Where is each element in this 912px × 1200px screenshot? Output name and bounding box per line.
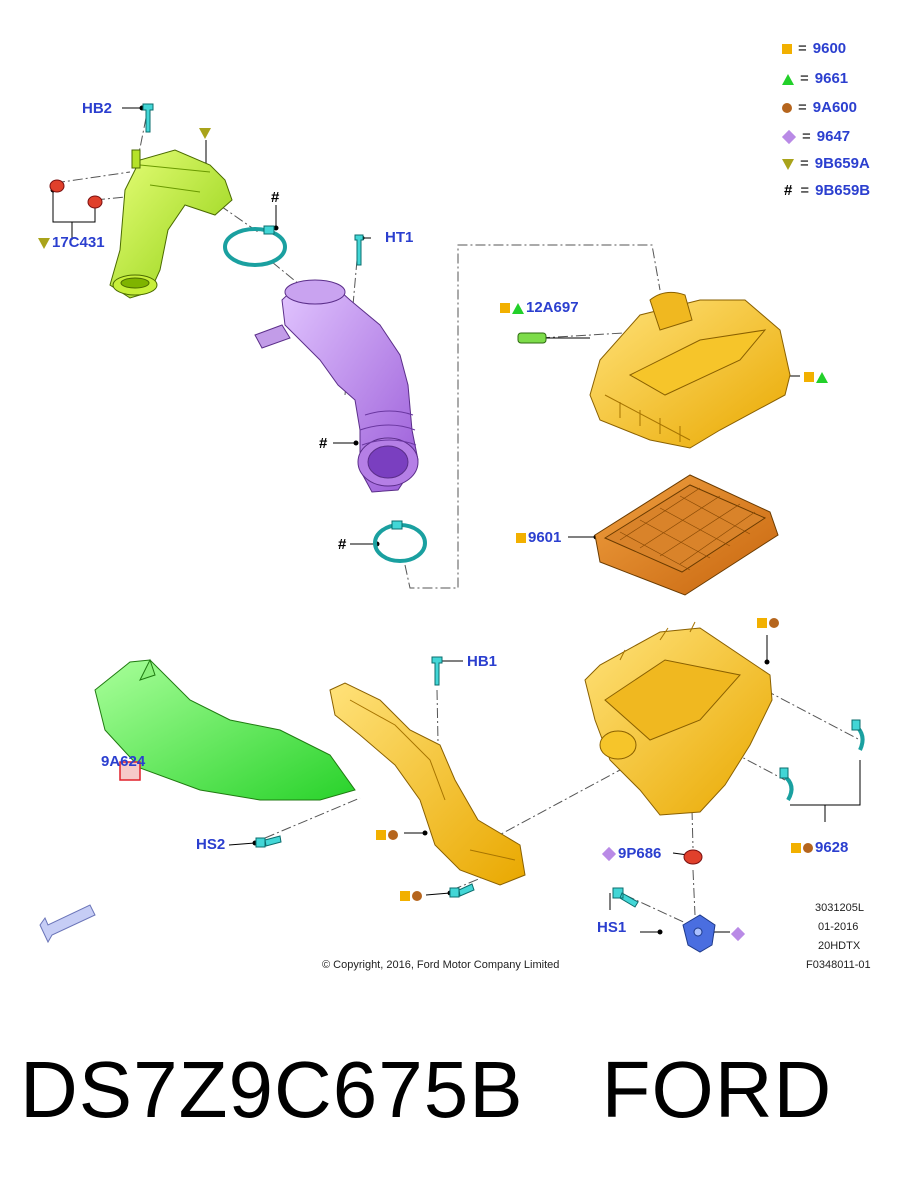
illustration-id: 3031205L [815, 902, 864, 914]
legend-item: =9600 [782, 40, 846, 57]
air-filter-part [594, 474, 779, 596]
diamond-icon [601, 846, 617, 862]
direction-arrow-icon [39, 904, 96, 944]
square-icon [782, 44, 792, 55]
square-icon [804, 372, 814, 383]
square-icon [400, 891, 410, 902]
illustration-ref: F0348011-01 [806, 959, 871, 971]
triangle-down-icon [199, 127, 211, 139]
sensor-part [517, 332, 547, 344]
purple-hose-part [254, 279, 419, 493]
callout-hb1: HB1 [467, 653, 498, 670]
callout-hash: # [319, 435, 328, 452]
brand-name: FORD [601, 1045, 833, 1134]
leader-lines [52, 107, 861, 933]
circle-icon [803, 843, 813, 854]
legend-item: =9647 [781, 128, 850, 145]
callout-hash: # [271, 189, 280, 206]
triangle-down-marker [199, 125, 213, 140]
callout-9601: 9601 [516, 530, 561, 545]
body-markers [757, 615, 781, 630]
illustration-date: 01-2016 [818, 921, 859, 933]
air-cleaner-body-part [584, 621, 773, 816]
square-icon [791, 843, 801, 854]
circle-icon [782, 103, 792, 114]
intake-duct-part [109, 149, 233, 299]
legend-item: =9B659A [782, 155, 870, 172]
bracket-part [682, 914, 716, 953]
diamond-icon [781, 129, 797, 145]
legend-item: =9A600 [782, 99, 857, 116]
cover-markers [804, 369, 830, 384]
legend-item: =9661 [782, 70, 848, 87]
inlet-duct-part [329, 682, 526, 886]
bolt-parts [142, 103, 639, 908]
copyright-text: © Copyright, 2016, Ford Motor Company Li… [322, 959, 560, 971]
triangle-up-icon [782, 73, 794, 85]
triangle-down-icon [782, 158, 794, 170]
callout-hb2: HB2 [82, 100, 113, 117]
square-icon [516, 533, 526, 544]
bracket-marker [730, 926, 747, 942]
triangle-down-icon [38, 237, 50, 249]
deflector-part [94, 658, 356, 801]
callout-9p686: 9P686 [601, 846, 661, 862]
callout-hs2: HS2 [196, 836, 226, 853]
square-icon [757, 618, 767, 629]
triangle-up-icon [816, 371, 828, 383]
part-number: DS7Z9C675B [20, 1045, 524, 1134]
callout-9628: 9628 [791, 840, 848, 855]
legend-item: #=9B659B [784, 182, 871, 199]
diamond-icon [730, 926, 746, 942]
illustration-code: 20HDTX [818, 940, 861, 952]
hash-icon: # [784, 182, 793, 199]
callout-12a697: 12A697 [500, 300, 579, 315]
circle-icon [388, 830, 398, 841]
triangle-up-icon [512, 302, 524, 314]
square-icon [376, 830, 386, 841]
air-cleaner-cover-part [589, 291, 791, 449]
callout-17c431: 17C431 [38, 235, 105, 250]
circle-icon [769, 618, 779, 629]
duct-markers [376, 827, 400, 842]
callout-ht1: HT1 [385, 229, 414, 246]
clamp-fittings [263, 225, 861, 779]
callout-hash: # [338, 536, 347, 553]
bolt-markers [400, 888, 424, 903]
red-clip-parts [49, 179, 703, 865]
square-icon [500, 303, 510, 314]
circle-icon [412, 891, 422, 902]
callout-hs1: HS1 [597, 919, 627, 936]
callout-9a624: 9A624 [101, 753, 146, 770]
